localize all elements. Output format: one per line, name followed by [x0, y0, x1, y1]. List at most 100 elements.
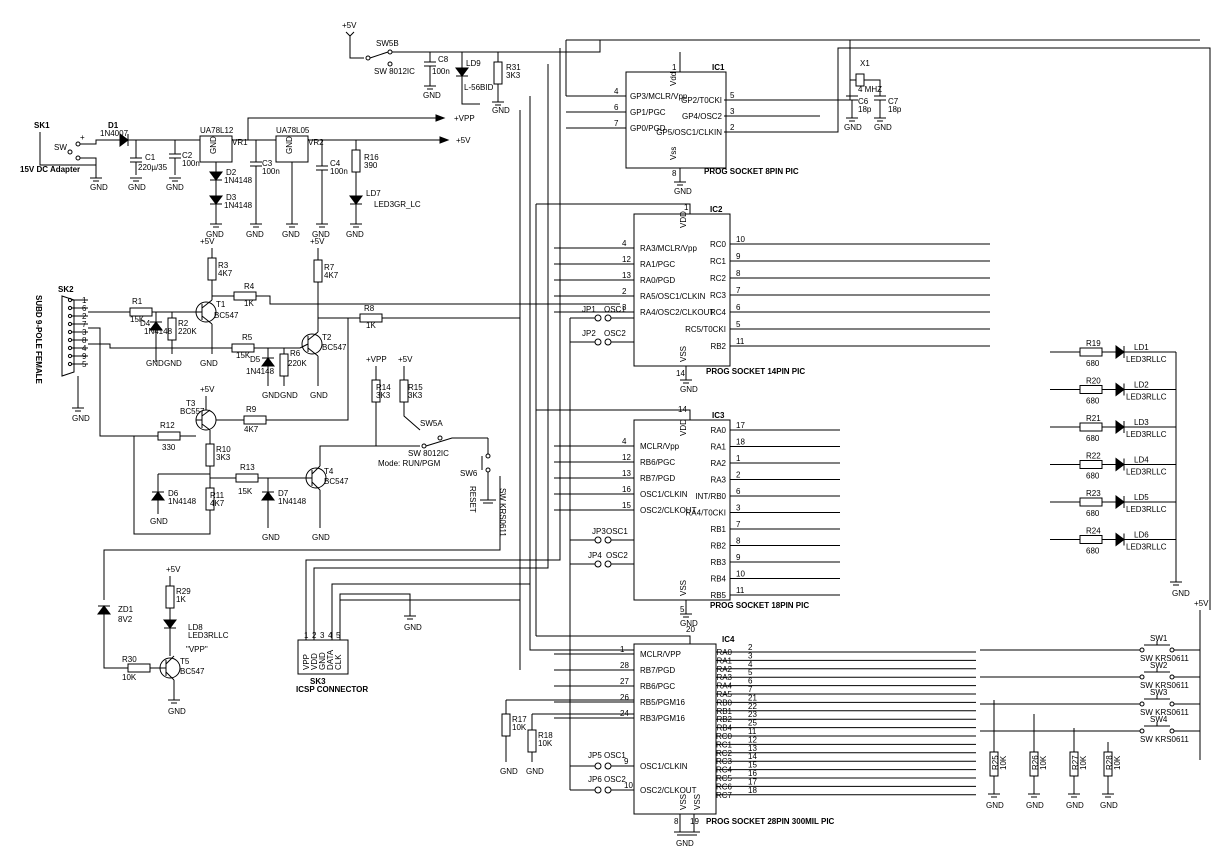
- t5-gnd: GND: [168, 707, 186, 716]
- switch-contact: [1169, 647, 1175, 653]
- r4-ref: R4: [244, 282, 255, 291]
- sk2-ref: SK2: [58, 285, 74, 294]
- ic-pin-num: 12: [622, 453, 631, 462]
- switch-ref: SW4: [1150, 715, 1168, 724]
- ld8-ref: LD8: [188, 623, 203, 632]
- r12-ref: R12: [160, 421, 175, 430]
- r13-val: 15K: [238, 487, 253, 496]
- vr2-gnd-label: GND: [285, 136, 294, 154]
- ic-pin-num: 11: [748, 727, 757, 736]
- ic-pin-num: 4: [614, 87, 619, 96]
- switch-contact: [1139, 701, 1145, 707]
- sk3-gnd-wire: [339, 593, 416, 640]
- jp6-pin-b: [604, 786, 612, 794]
- ic-pin-name: RA1/PGC: [640, 260, 675, 269]
- sk1-pin-b: [75, 141, 81, 147]
- d2-val: 1N4148: [224, 176, 253, 185]
- ic-pin-name: RB2: [710, 542, 726, 551]
- ic-pin-name: GP4/OSC2: [682, 112, 723, 121]
- led-bar: [1123, 533, 1176, 546]
- c3-gnd: GND: [246, 230, 264, 239]
- led-resistor-val: 680: [1086, 509, 1100, 518]
- sw5b-contact-b: [387, 49, 393, 55]
- ic-pin-num: 7: [736, 520, 741, 529]
- ld8-bar: [164, 627, 176, 656]
- r9-val: 4K7: [244, 425, 259, 434]
- ic-pin-num: 18: [748, 786, 757, 795]
- ic-pin-name: RC4: [710, 308, 727, 317]
- ic2-vdd-label: VDD: [679, 211, 688, 228]
- t4-ref: T4: [324, 467, 334, 476]
- zd1-bar: [98, 605, 128, 669]
- ic-pin-num: 9: [736, 553, 741, 562]
- d3-triangle: [209, 195, 223, 205]
- sk1-pin-a: [67, 149, 73, 155]
- ic4-caption: PROG SOCKET 28PIN 300MIL PIC: [706, 817, 835, 826]
- sw5b-wire-in: [349, 36, 364, 59]
- jp6-ref: JP6: [588, 775, 602, 784]
- ic3-left-pins: MCLR/Vpp4RB6/PGC12RB7/PGD13OSC1/CLKIN16O…: [554, 437, 697, 515]
- switch-contact: [1169, 728, 1175, 734]
- led-resistor-val: 680: [1086, 472, 1100, 481]
- d7-val: 1N4148: [278, 497, 307, 506]
- ic-pin-num: 7: [748, 685, 753, 694]
- c4-ref: C4: [330, 159, 341, 168]
- c4-val: 100n: [330, 167, 348, 176]
- led-resistor-ref: R24: [1086, 527, 1101, 536]
- ic-pin-name: GP2/T0CKI: [681, 96, 722, 105]
- led-resistor-body: [1079, 535, 1103, 544]
- ic2-vdd-wire: [536, 203, 691, 214]
- ic2-vdd-num: 1: [684, 203, 689, 212]
- ic4-ref: IC4: [722, 635, 735, 644]
- vpp-indicator-section: ZD1 8V2 R30 10K +5V R29 1K LD8 LED3RLLC …: [97, 476, 501, 716]
- t5-val: BC547: [180, 667, 205, 676]
- ic2-gnd-symbol: [680, 366, 692, 384]
- ic-pin-name: RB7/PGD: [640, 474, 675, 483]
- ic3-caption: PROG SOCKET 18PIN PIC: [710, 601, 809, 610]
- ic-pin-name: RB5/PGM16: [640, 698, 685, 707]
- ic-pin-name: RA2: [710, 459, 726, 468]
- r29-val: 1K: [176, 595, 186, 604]
- ic1-section: IC1 Vdd 1 Vss 8 GND PROG SOCKET 8PIN PIC…: [566, 39, 1211, 610]
- vr1-ref: VR1: [232, 138, 248, 147]
- x1-leads: [850, 79, 881, 96]
- ic-pin-num: 12: [748, 735, 757, 744]
- c4-gnd: GND: [312, 230, 330, 239]
- r18-ref: R18: [538, 731, 553, 740]
- d1-bar-wire: [127, 134, 200, 146]
- t2-ref: T2: [322, 333, 332, 342]
- d7-triangle: [261, 491, 275, 501]
- ld9-bar: [456, 75, 480, 105]
- t5-symbol: [160, 655, 175, 681]
- ic-pin-name: RC1: [710, 257, 727, 266]
- d4-bar: [150, 321, 162, 362]
- sk3-vdd-wire: [313, 64, 549, 640]
- jp3-ref: JP3: [592, 527, 606, 536]
- ic-pin-num: 2: [736, 471, 741, 480]
- t2-val: BC547: [322, 343, 347, 352]
- r5-ref: R5: [242, 333, 253, 342]
- sk2-gnd-symbol: [72, 376, 84, 412]
- sw6-part: SW KRS0611: [498, 488, 507, 537]
- ic-pin-num: 11: [736, 586, 745, 595]
- ic4-vdd-num: 20: [686, 625, 695, 634]
- power-supply-section: SK1 SW + 15V DC Adapter GND D1 1N4007 C1…: [20, 114, 475, 239]
- r5-val: 15K: [236, 351, 251, 360]
- d5-val: 1N4148: [246, 367, 275, 376]
- pulldown-val: 10K: [1079, 755, 1088, 770]
- plus5-arrow: [439, 136, 450, 144]
- ic-pin-num: 18: [736, 438, 745, 447]
- led-bar: [1123, 458, 1176, 471]
- ic-pin-name: RB6/PGC: [640, 458, 675, 467]
- pulldown-gnd-symbol: [1102, 776, 1114, 798]
- led-bar: [1123, 346, 1176, 358]
- r29-body: [165, 585, 175, 609]
- sk3-pin-label: VDD: [310, 653, 319, 670]
- led-triangle: [1115, 457, 1125, 472]
- sw5b-contact-c: [387, 61, 393, 67]
- c2-ref: C2: [182, 151, 193, 160]
- switch-actuator: [1144, 722, 1170, 727]
- d1-val: 1N4007: [100, 129, 129, 138]
- ic-pin-num: 27: [620, 677, 629, 686]
- sw5a-contact-a: [421, 443, 427, 449]
